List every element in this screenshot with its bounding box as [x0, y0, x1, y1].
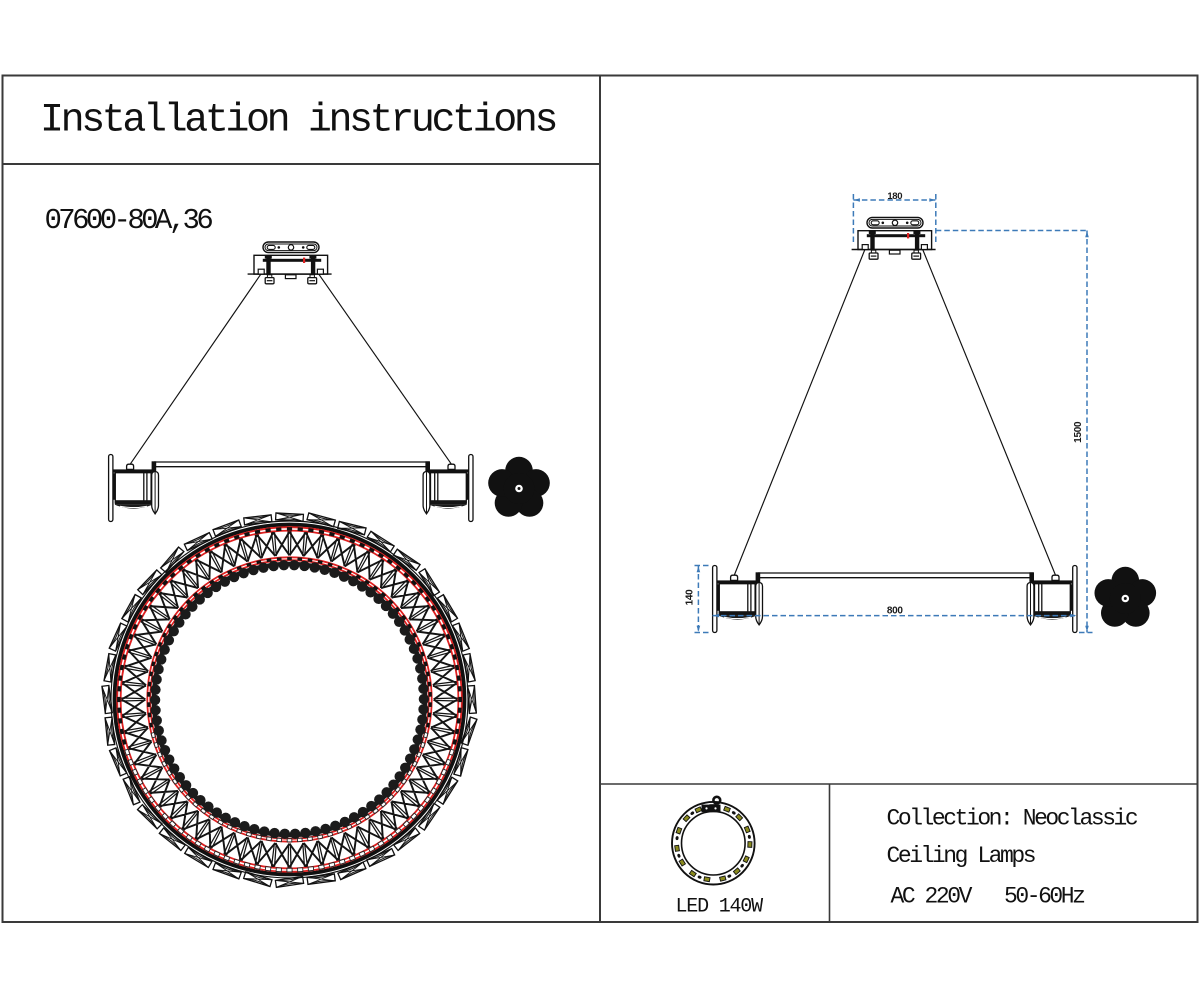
- svg-text:LED 140W: LED 140W: [676, 896, 764, 919]
- svg-text:Ceiling Lamps: Ceiling Lamps: [887, 843, 1035, 869]
- svg-text:1500: 1500: [1073, 421, 1084, 443]
- svg-text:07600-80A,36: 07600-80A,36: [45, 204, 213, 237]
- svg-text:180: 180: [887, 191, 902, 202]
- svg-text:140: 140: [684, 589, 695, 606]
- svg-text:Installation instructions: Installation instructions: [40, 99, 555, 144]
- svg-text:Collection: Neoclassic: Collection: Neoclassic: [887, 806, 1138, 832]
- svg-text:800: 800: [887, 606, 904, 617]
- svg-text:AC 220V 50-60Hz: AC 220V 50-60Hz: [891, 884, 1085, 910]
